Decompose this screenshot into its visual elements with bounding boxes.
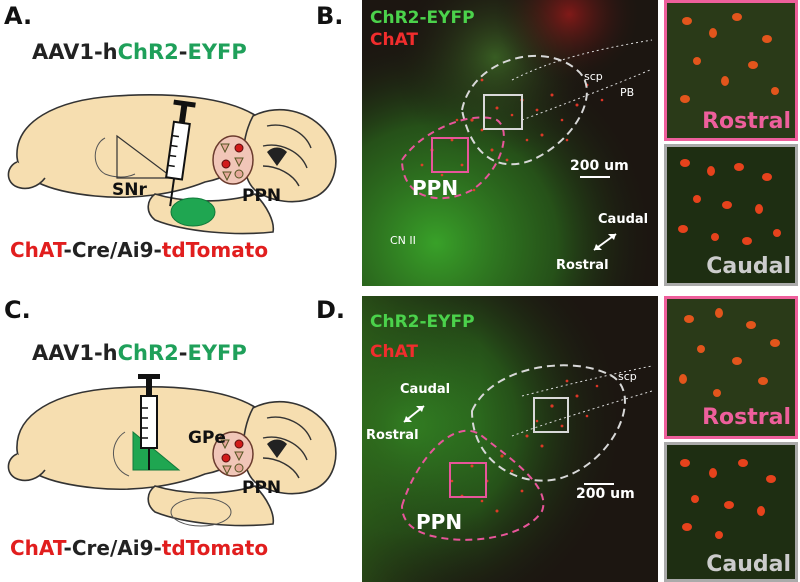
chat-label-d: ChAT	[370, 342, 419, 362]
mouse-cre: -Cre/Ai9-	[63, 238, 162, 262]
inset-b-caudal-image	[667, 147, 795, 283]
virus-prefix: AAV1-h	[32, 40, 118, 64]
inset-d-caudal-label: Caudal	[706, 552, 791, 577]
ppn-label-b: PPN	[412, 176, 459, 200]
inset-d-caudal: Caudal	[664, 442, 798, 582]
inset-d-rostral: Rostral	[664, 296, 798, 439]
panel-a-letter: A.	[4, 2, 33, 30]
virus-prefix: AAV1-h	[32, 341, 118, 365]
gpe-label: GPe	[188, 428, 226, 448]
snr-label: SNr	[112, 180, 147, 200]
virus-chr2: ChR2	[117, 341, 179, 365]
panel-b-letter: B.	[316, 2, 344, 30]
rostral-label-b: Rostral	[556, 258, 609, 273]
inset-b-caudal: Caudal	[664, 144, 798, 286]
panel-c-virus-title: AAV1-hChR2-EYFP	[32, 341, 247, 365]
virus-dash: -	[178, 40, 188, 64]
cn-label-b: CN II	[390, 234, 416, 247]
chr2-label-b: ChR2-EYFP	[370, 8, 475, 28]
rostral-label-d: Rostral	[366, 428, 419, 443]
panel-a-virus-title: AAV1-hChR2-EYFP	[32, 40, 247, 64]
mouse-cre: -Cre/Ai9-	[63, 536, 162, 560]
virus-eyfp: EYFP	[187, 341, 247, 365]
virus-dash: -	[178, 341, 188, 365]
scp-label-b: scp	[584, 70, 603, 83]
chat-label-b: ChAT	[370, 30, 419, 50]
panel-d-letter: D.	[316, 296, 346, 324]
virus-eyfp: EYFP	[187, 40, 247, 64]
panel-a-mouse-title: ChAT-Cre/Ai9-tdTomato	[10, 238, 268, 262]
caudal-label-b: Caudal	[598, 212, 649, 227]
mouse-chat: ChAT	[10, 238, 64, 262]
mouse-tdtomato: tdTomato	[161, 536, 269, 560]
ppn-label-a: PPN	[242, 186, 282, 206]
scp-label-d: scp	[618, 370, 637, 383]
chr2-label-d: ChR2-EYFP	[370, 312, 475, 332]
ppn-label-d: PPN	[416, 510, 463, 534]
micrograph-b: ChR2-EYFP ChAT scp PB PPN 200 um Caudal …	[362, 0, 658, 286]
micrograph-b-image	[362, 0, 658, 286]
ppn-label-c: PPN	[242, 478, 282, 498]
inset-b-rostral-image	[667, 3, 795, 138]
mouse-chat: ChAT	[10, 536, 64, 560]
panel-c-letter: C.	[4, 296, 31, 324]
inset-b-caudal-label: Caudal	[706, 254, 791, 279]
virus-chr2: ChR2	[117, 40, 179, 64]
micrograph-d-image	[362, 296, 658, 582]
inset-b-rostral-label: Rostral	[702, 109, 791, 134]
brain-diagram-a	[7, 94, 337, 235]
panel-c-mouse-title: ChAT-Cre/Ai9-tdTomato	[10, 536, 268, 560]
inset-d-rostral-label: Rostral	[702, 405, 791, 430]
scale-label-d: 200 um	[576, 486, 635, 502]
brain-diagram-c	[7, 374, 337, 527]
micrograph-d: ChR2-EYFP ChAT scp PPN 200 um Caudal Ros…	[362, 296, 658, 582]
inset-d-rostral-image	[667, 299, 795, 436]
scale-label-b: 200 um	[570, 158, 629, 174]
pb-label-b: PB	[620, 86, 635, 99]
caudal-label-d: Caudal	[400, 382, 451, 397]
inset-d-caudal-image	[667, 445, 795, 579]
mouse-tdtomato: tdTomato	[161, 238, 269, 262]
inset-b-rostral: Rostral	[664, 0, 798, 141]
